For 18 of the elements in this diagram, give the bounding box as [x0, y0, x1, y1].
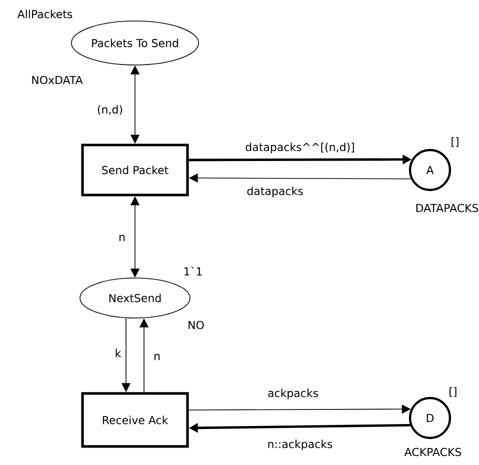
arc-label: n	[118, 234, 126, 242]
node-annotation: []	[452, 137, 458, 147]
node-annotation: NOxDATA	[32, 76, 83, 84]
node-annotation: ACKPACKS	[404, 448, 462, 456]
arc-label: (n,d)	[96, 104, 124, 116]
arc-label: ackpacks	[266, 388, 320, 400]
transition-box: Send Packet	[81, 144, 189, 196]
node-annotation: AllPackets	[17, 10, 72, 18]
node-annotation: []	[450, 387, 456, 397]
node-annotation: 1`1	[184, 266, 202, 276]
transition-box: Receive Ack	[81, 392, 189, 448]
arc-label: datapacks^^[(n,d)]	[244, 142, 356, 154]
node-annotation: NO	[188, 320, 204, 330]
arc-label: n::ackpacks	[266, 438, 334, 452]
arc-label: datapacks	[246, 186, 304, 198]
arc-label: k	[114, 348, 122, 358]
arc-label: n	[152, 352, 162, 362]
node-annotation: DATAPACKS	[416, 204, 478, 212]
